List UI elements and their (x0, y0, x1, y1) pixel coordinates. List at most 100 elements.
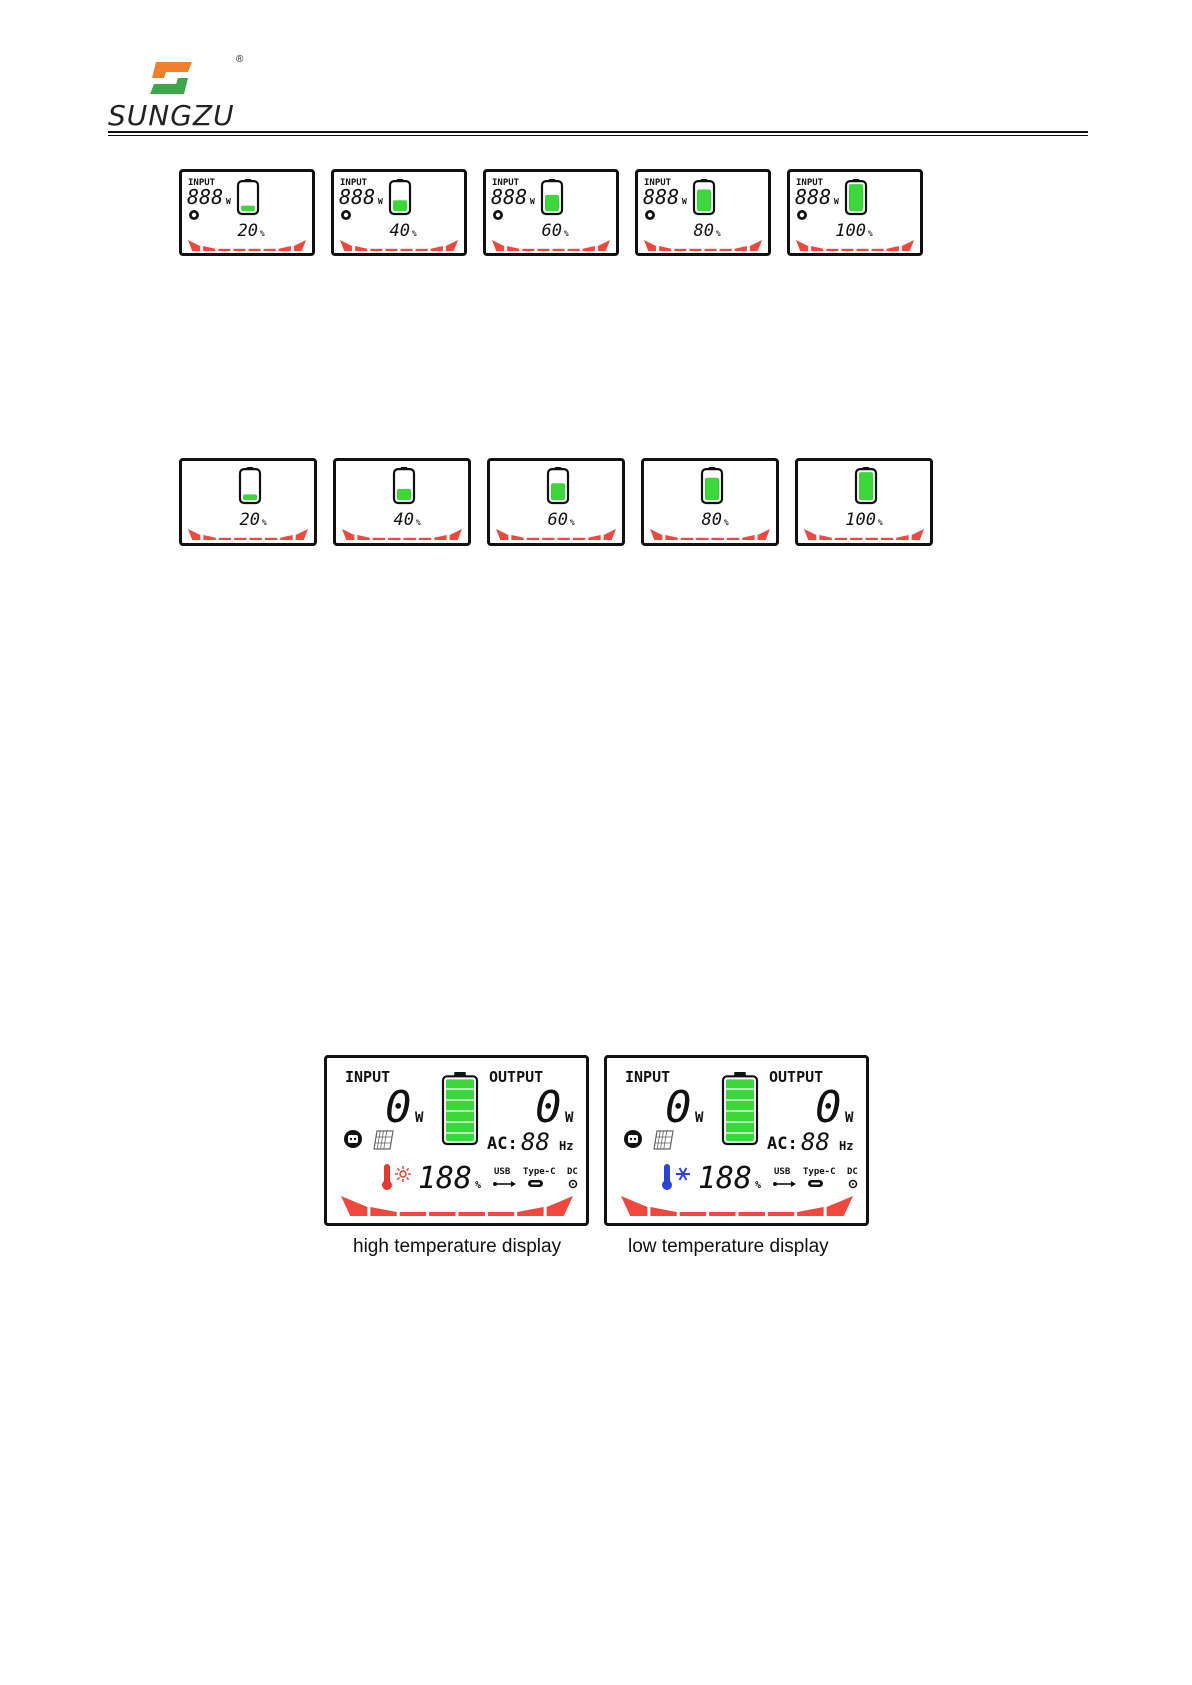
input-watts: 888 (187, 185, 223, 209)
power-bar-segment (218, 249, 230, 251)
power-bar-segment (811, 246, 823, 251)
logo-mark-icon (148, 58, 200, 98)
main-battery-icon (723, 1072, 757, 1144)
power-bar-segment (279, 246, 291, 251)
power-bar-segment (797, 1207, 823, 1216)
brand-name: SUNGZU (108, 102, 235, 130)
input-battery-panel-40: INPUT888W40% (331, 169, 467, 256)
input-watts: 0 (385, 1082, 412, 1133)
percent-sign: % (564, 229, 569, 238)
sun-icon (395, 1166, 411, 1182)
ac-frequency: 88 (521, 1128, 550, 1156)
output-watt-unit: W (565, 1110, 574, 1126)
snowflake-icon (676, 1168, 690, 1180)
power-bar-segment (696, 538, 708, 540)
percent-sign: % (755, 1180, 761, 1191)
power-bar-segment (370, 249, 382, 251)
battery-icon (694, 179, 714, 214)
power-bar-segment (621, 1196, 647, 1216)
power-bar-segment (542, 538, 554, 540)
percent-sign: % (416, 518, 421, 527)
power-bar-segment (188, 529, 200, 540)
power-bar-segment (659, 246, 671, 251)
battery-percent: 20 (240, 510, 260, 530)
type-c-port-icon (528, 1180, 543, 1187)
input-watts: 888 (491, 185, 527, 209)
battery-percent: 100 (845, 510, 876, 530)
solar-panel-icon (374, 1131, 393, 1149)
power-bar-segment (912, 529, 924, 540)
power-bar-segment (234, 538, 246, 540)
power-bar (492, 240, 610, 251)
watt-unit: W (834, 197, 839, 206)
type-c-label: Type-C (523, 1167, 556, 1177)
power-bar-segment (496, 529, 508, 540)
power-bar-segment (357, 535, 369, 540)
battery-percent: 40 (394, 510, 414, 530)
power-bar-segment (296, 529, 308, 540)
power-bar-segment (517, 1207, 543, 1216)
power-bar-segment (804, 529, 816, 540)
battery-icon (846, 179, 866, 214)
percent-sign: % (260, 229, 265, 238)
power-bar (650, 529, 770, 540)
power-bar-segment (492, 240, 504, 251)
power-bar-segment (881, 538, 893, 540)
power-bar-segment (419, 538, 431, 540)
power-bar-segment (650, 1207, 676, 1216)
battery-fill (393, 200, 407, 211)
thermometer-cold-icon (662, 1164, 672, 1190)
power-bar-segment (739, 1212, 765, 1216)
power-bar-segment (537, 249, 549, 251)
power-bar-segment (573, 538, 585, 540)
output-watts: 0 (815, 1082, 842, 1133)
battery-percent: 60 (548, 510, 568, 530)
power-bar-segment (429, 1212, 455, 1216)
power-bar-segment (404, 538, 416, 540)
battery-percent: 100 (835, 221, 866, 241)
power-bar-segment (727, 538, 739, 540)
power-bar-segment (644, 240, 656, 251)
input-battery-panel-80: INPUT888W80% (635, 169, 771, 256)
power-bar-segment (250, 538, 262, 540)
main-battery-icon (443, 1072, 477, 1144)
battery-percent: 80 (702, 510, 722, 530)
power-bar-segment (373, 538, 385, 540)
power-bar (188, 529, 308, 540)
power-bar-segment (742, 535, 754, 540)
type-c-port-icon (808, 1180, 823, 1187)
usb-icon (493, 1181, 516, 1187)
percent-sign: % (475, 1180, 481, 1191)
battery-panel-40: 40% (333, 458, 471, 546)
battery-percent: 40 (390, 221, 410, 241)
battery-icon (542, 179, 562, 214)
registered-mark: ® (236, 54, 243, 65)
battery-percent: 80 (694, 221, 714, 241)
power-bar-segment (896, 535, 908, 540)
watt-unit: W (682, 197, 687, 206)
power-bar-segment (705, 249, 717, 251)
power-bar-segment (835, 538, 847, 540)
power-bar-segment (488, 1212, 514, 1216)
battery-icon (548, 467, 568, 503)
dc-label: DC (567, 1167, 578, 1177)
power-bar (496, 529, 616, 540)
power-bar-segment (459, 1212, 485, 1216)
power-bar-segment (689, 249, 701, 251)
power-bar-segment (850, 538, 862, 540)
power-bar (342, 529, 462, 540)
power-bar-segment (203, 535, 215, 540)
watt-unit: W (378, 197, 383, 206)
power-bar-segment (431, 246, 443, 251)
dc-port-icon (850, 1181, 857, 1188)
battery-panel-60: 60% (487, 458, 625, 546)
watt-unit: W (226, 197, 231, 206)
input-watt-unit: W (415, 1110, 424, 1126)
watt-unit: W (530, 197, 535, 206)
header-rule (108, 131, 1088, 133)
type-c-label: Type-C (803, 1167, 836, 1177)
power-bar-segment (583, 246, 595, 251)
power-bar-segment (265, 538, 277, 540)
power-bar-segment (768, 1212, 794, 1216)
